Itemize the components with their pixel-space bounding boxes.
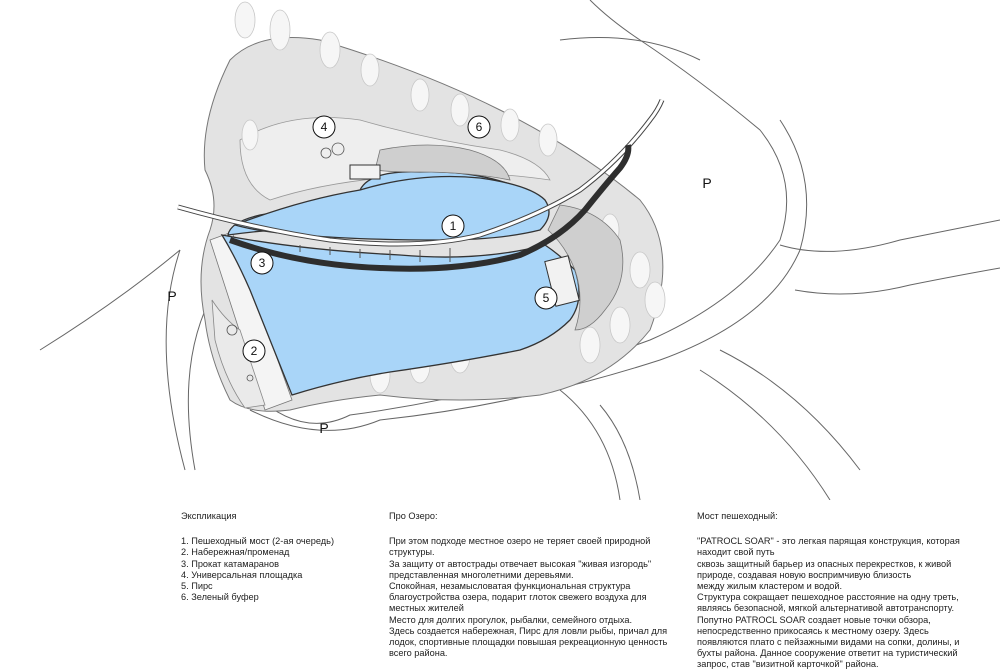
parking-label-east: P [702, 175, 711, 191]
marker-3-label: 3 [259, 256, 266, 270]
parking-label-west: P [167, 288, 176, 304]
lake-line: За защиту от автострады отвечает высокая… [389, 558, 652, 569]
legend-item: 3. Прокат катамаранов [181, 558, 279, 569]
bridge-line: появляются плато с пейзажными видами на … [697, 637, 960, 648]
bridge-line: запрос, став "визитной карточкой" района… [697, 659, 879, 670]
lake-north-basin [232, 175, 550, 241]
lake-line: структуры. [389, 547, 435, 558]
pedestrian-bridge-deck-inner [177, 99, 664, 246]
bridge-line: Попутно PATROCL SOAR создает новые точки… [697, 614, 931, 625]
lake-line: всего района. [389, 648, 448, 659]
lake-description-column: Про Озеро: При этом подходе местное озер… [389, 511, 679, 659]
lake-title: Про Озеро: [389, 511, 438, 521]
north-shore [374, 144, 511, 181]
marker-1: 1 [441, 214, 465, 238]
bridge-title: Мост пешеходный: [697, 511, 778, 521]
lake-line: При этом подходе местное озеро не теряет… [389, 536, 651, 547]
bridge-line: Структура сокращает пешеходное расстояни… [697, 592, 959, 603]
parking-label-south: P [319, 420, 328, 436]
bridge-line: бухты района. Данное сооружение ответит … [697, 648, 958, 659]
marker-6-label: 6 [476, 120, 483, 134]
bridge-line: природе, создавая новую воспримчивую бли… [697, 569, 912, 580]
legend-column: Экспликация 1. Пешеходный мост (2-ая оче… [181, 511, 371, 603]
lake-line: представленная многолетними деревьями. [389, 569, 574, 580]
lake-line: благоустройства озера, подарит глоток св… [389, 592, 647, 603]
marker-5: 5 [534, 286, 558, 310]
east-shore [547, 204, 624, 331]
legend-title: Экспликация [181, 511, 237, 521]
plaza-features [226, 142, 345, 382]
road-network [39, 0, 1000, 500]
lake-line: Спокойная, незамысловатая функциональная… [389, 581, 631, 592]
legend-item: 4. Универсальная площадка [181, 569, 303, 580]
legend-item: 6. Зеленый буфер [181, 592, 259, 603]
marker-3: 3 [250, 251, 274, 275]
marker-2: 2 [242, 339, 266, 363]
lake-line: Здесь создается набережная, Пирс для лов… [389, 625, 668, 636]
bridge-line: непосредственно прикосаясь к местному оз… [697, 625, 929, 636]
lake-line: местных жителей [389, 603, 464, 614]
marker-1-label: 1 [450, 219, 457, 233]
bridge-line: "PATROCL SOAR" - это легкая парящая конс… [697, 536, 960, 547]
site-plan-map: 1 2 3 4 5 6 P P P [39, 0, 1000, 500]
pier-legs [299, 245, 451, 262]
marker-4-label: 4 [321, 120, 328, 134]
promenade-plaza [211, 299, 266, 409]
legend-item: 5. Пирс [181, 581, 213, 592]
lake-line: лодок, спортивные площадки повышая рекре… [389, 637, 668, 648]
bridge-line: находит свой путь [697, 547, 775, 558]
lake-water-main [220, 234, 580, 396]
legend-item: 1. Пешеходный мост (2-ая очередь) [181, 536, 335, 547]
marker-4: 4 [312, 115, 336, 139]
bridge-line: между жилым кластером и водой. [697, 581, 843, 592]
bridge-line: являясь безопасной, мягкой альтернативой… [697, 603, 955, 614]
lake-line: Место для долгих прогулок, рыбалки, семе… [389, 614, 633, 625]
bridge-line: сквозь защитный барьер из опасных перекр… [697, 558, 952, 569]
marker-6: 6 [467, 115, 491, 139]
pedestrian-bridge-structure [228, 144, 632, 272]
bridge-description-column: Мост пешеходный: "PATROCL SOAR" - это ле… [697, 511, 987, 671]
legend-item: 2. Набережная/променад [181, 547, 290, 558]
marker-2-label: 2 [251, 344, 258, 358]
marker-5-label: 5 [543, 291, 550, 305]
